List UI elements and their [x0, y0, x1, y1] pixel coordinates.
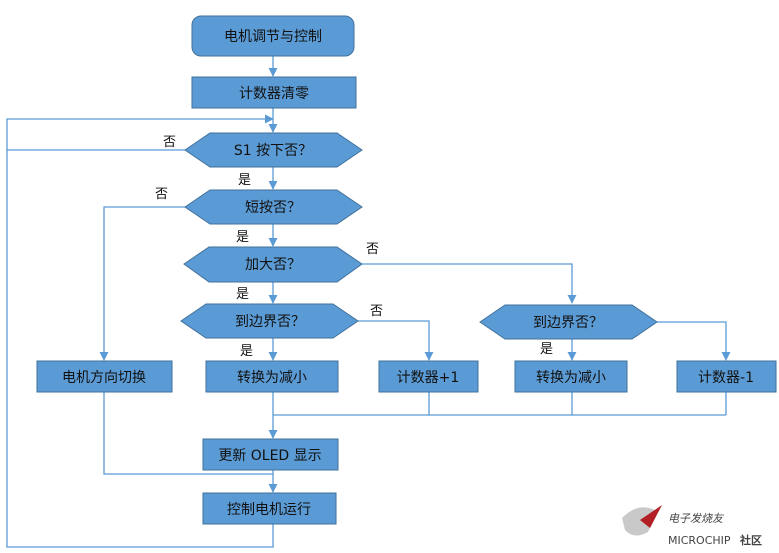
watermark-logo-icon — [622, 505, 662, 536]
edge-labels: 否 是 否 是 否 是 否 是 是 — [155, 135, 553, 359]
switch-direction-label: 电机方向切换 — [62, 369, 146, 386]
decision-boundary-right: 到边界否？ — [479, 304, 658, 340]
control-motor-label: 控制电机运行 — [227, 502, 311, 518]
decision-increase-label: 加大否？ — [245, 257, 301, 273]
decision-boundary-left-label: 到边界否？ — [235, 314, 305, 330]
node-update-oled: 更新 OLED 显示 — [202, 438, 339, 471]
node-convert-decrease-left: 转换为减小 — [205, 360, 339, 393]
decision-s1-label: S1 按下否？ — [234, 143, 312, 159]
label-s1-yes: 是 — [238, 173, 251, 188]
decision-s1: S1 按下否？ — [184, 132, 363, 168]
label-increase-yes: 是 — [236, 287, 249, 302]
node-counter-plus: 计数器+1 — [378, 360, 479, 393]
watermark: 电子发烧友 MICROCHIP 社区 — [622, 505, 762, 547]
label-boundary-right-yes: 是 — [540, 342, 553, 357]
decision-short-label: 短按否？ — [245, 200, 301, 216]
watermark-line2: MICROCHIP — [668, 534, 731, 547]
label-short-yes: 是 — [236, 230, 249, 245]
counter-minus-label: 计数器-1 — [698, 370, 754, 386]
edge-short-no-switch — [99, 206, 185, 361]
label-short-no: 否 — [155, 187, 168, 202]
edge-s1-no-loop — [6, 114, 274, 151]
start-label: 电机调节与控制 — [224, 29, 322, 45]
edge-boundary-right-no-minus — [657, 321, 731, 361]
label-boundary-left-no: 否 — [370, 304, 383, 319]
node-clear-counter: 计数器清零 — [191, 76, 357, 109]
counter-plus-label: 计数器+1 — [397, 370, 460, 386]
node-control-motor: 控制电机运行 — [202, 492, 337, 525]
node-start: 电机调节与控制 — [191, 15, 355, 57]
edge-boundary-left-no-plus — [358, 320, 434, 361]
label-s1-no: 否 — [163, 135, 176, 150]
decision-increase: 加大否？ — [183, 246, 363, 283]
decision-boundary-left: 到边界否？ — [180, 303, 359, 339]
connectors — [6, 56, 731, 548]
edge-increase-no-boundary-right — [362, 263, 577, 304]
convert-decrease-right-label: 转换为减小 — [536, 369, 606, 386]
edge-switch-to-motor-bus — [103, 392, 273, 475]
watermark-line3: 社区 — [739, 533, 762, 547]
decision-short: 短按否？ — [184, 189, 363, 225]
label-increase-no: 否 — [366, 242, 379, 257]
clear-counter-label: 计数器清零 — [239, 86, 309, 102]
convert-decrease-left-label: 转换为减小 — [237, 369, 307, 386]
edge-control-loop — [6, 150, 274, 548]
label-boundary-left-yes: 是 — [240, 344, 253, 359]
watermark-line1: 电子发烧友 — [668, 512, 725, 525]
node-switch-direction: 电机方向切换 — [36, 360, 173, 393]
update-oled-label: 更新 OLED 显示 — [218, 448, 321, 464]
decision-boundary-right-label: 到边界否？ — [533, 315, 603, 331]
node-counter-minus: 计数器-1 — [676, 360, 777, 393]
node-convert-decrease-right: 转换为减小 — [514, 360, 628, 393]
